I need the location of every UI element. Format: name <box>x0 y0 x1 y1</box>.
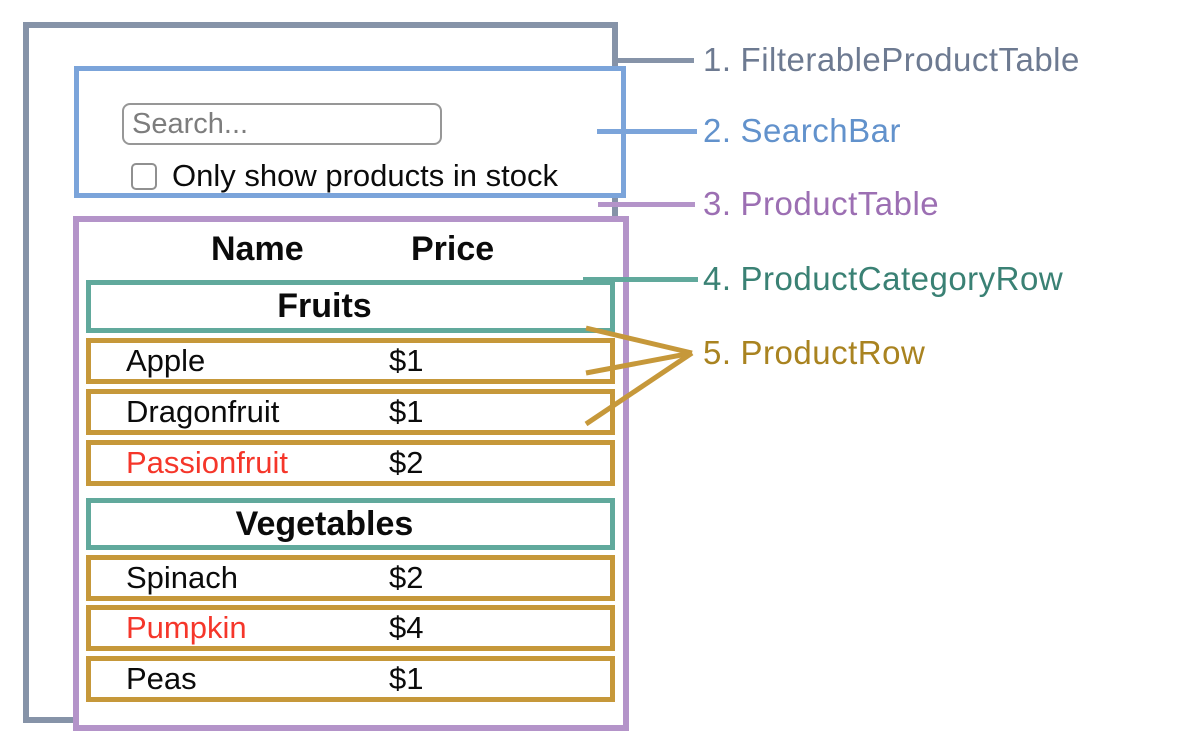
product-name: Dragonfruit <box>126 394 280 429</box>
column-header-price: Price <box>411 230 495 268</box>
column-header-name: Name <box>211 230 304 268</box>
product-name: Pumpkin <box>126 610 247 645</box>
product-category-row-fruits: Fruits <box>86 280 615 333</box>
filterable-product-table-box: Only show products in stock Name Price F… <box>23 22 629 731</box>
in-stock-checkbox-label: Only show products in stock <box>172 158 558 193</box>
product-price: $2 <box>389 560 424 595</box>
product-row-passionfruit: Passionfruit $2 <box>86 440 615 486</box>
product-row-pumpkin: Pumpkin $4 <box>86 605 615 651</box>
in-stock-checkbox[interactable] <box>131 163 157 190</box>
product-price: $2 <box>389 445 424 480</box>
product-row-spinach: Spinach $2 <box>86 555 615 601</box>
product-price: $4 <box>389 610 424 645</box>
product-price: $1 <box>389 343 424 378</box>
connector-product-table <box>598 202 695 207</box>
annotation-2-search-bar: 2.SearchBar <box>703 112 901 149</box>
product-name: Passionfruit <box>126 445 288 480</box>
product-name: Peas <box>126 661 197 696</box>
connector-search-bar <box>597 129 697 134</box>
annotation-1-filterable-product-table: 1.FilterableProductTable <box>703 41 1080 78</box>
product-price: $1 <box>389 394 424 429</box>
connector-product-category-row <box>583 277 698 282</box>
search-bar-box: Only show products in stock <box>74 66 626 198</box>
annotation-5-product-row: 5.ProductRow <box>703 334 926 371</box>
product-row-apple: Apple $1 <box>86 338 615 384</box>
product-price: $1 <box>389 661 424 696</box>
product-name: Apple <box>126 343 206 378</box>
search-input[interactable] <box>122 103 442 145</box>
product-row-peas: Peas $1 <box>86 656 615 702</box>
product-row-dragonfruit: Dragonfruit $1 <box>86 389 615 435</box>
connector-filterable-product-table <box>616 58 694 63</box>
product-table-box: Name Price Fruits Apple $1 Dragonfruit $… <box>73 216 629 731</box>
product-category-row-vegetables: Vegetables <box>86 498 615 550</box>
annotation-4-product-category-row: 4.ProductCategoryRow <box>703 260 1064 297</box>
annotation-3-product-table: 3.ProductTable <box>703 185 940 222</box>
product-name: Spinach <box>126 560 239 595</box>
